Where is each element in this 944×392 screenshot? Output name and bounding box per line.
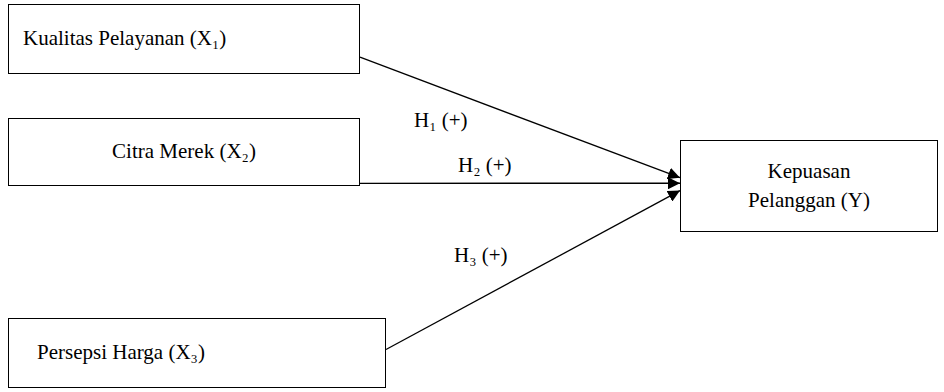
variable-label: Kepuasan Pelanggan (Y) — [722, 157, 897, 216]
hypothesis-label: H₁ (+) — [412, 108, 470, 132]
hypothesis-arrow — [360, 183, 680, 184]
variable-box: Kualitas Pelayanan (X₁) — [8, 4, 360, 74]
hypothesis-arrow — [360, 57, 680, 178]
variable-label: Persepsi Harga (X₃) — [37, 338, 205, 367]
variable-box: Citra Merek (X₂) — [8, 118, 360, 186]
hypothesis-label: H₃ (+) — [452, 243, 510, 267]
hypothesis-arrow — [386, 191, 680, 350]
variable-box: Persepsi Harga (X₃) — [8, 318, 386, 388]
variable-label: Citra Merek (X₂) — [112, 137, 256, 166]
variable-box: Kepuasan Pelanggan (Y) — [680, 140, 938, 232]
hypothesis-label: H₂ (+) — [456, 153, 514, 177]
variable-label: Kualitas Pelayanan (X₁) — [23, 24, 226, 53]
